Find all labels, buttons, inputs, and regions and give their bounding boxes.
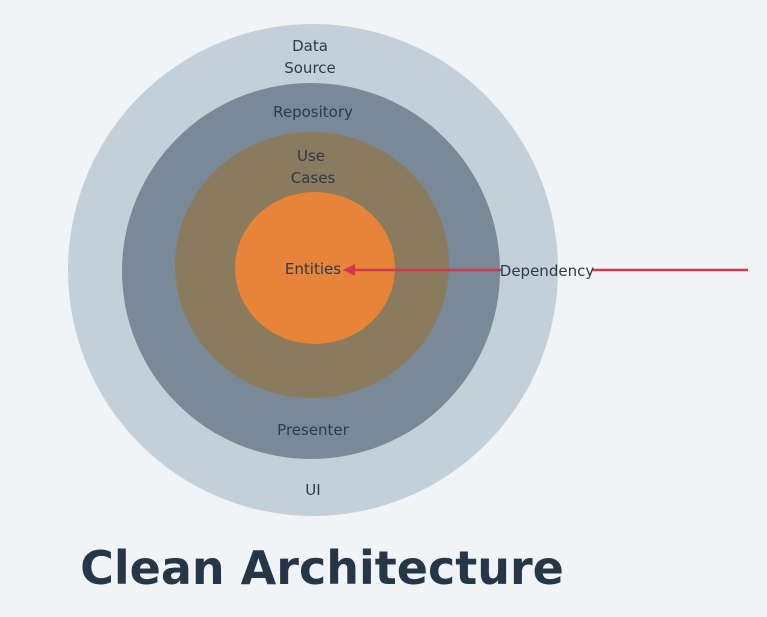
repository-label: Repository (273, 103, 353, 121)
dependency-label: Dependency (500, 262, 595, 280)
ui-label: UI (305, 481, 320, 499)
page-title: Clean Architecture (80, 541, 564, 595)
data-source-label-line1: Data (292, 37, 328, 55)
presenter-label: Presenter (277, 421, 350, 439)
entities-label: Entities (285, 260, 341, 278)
use-cases-label-line1: Use (297, 147, 325, 165)
dependency-arrowhead (343, 264, 355, 276)
use-cases-label-line2: Cases (291, 169, 336, 187)
entities-core (235, 192, 395, 344)
data-source-label-line2: Source (284, 59, 336, 77)
